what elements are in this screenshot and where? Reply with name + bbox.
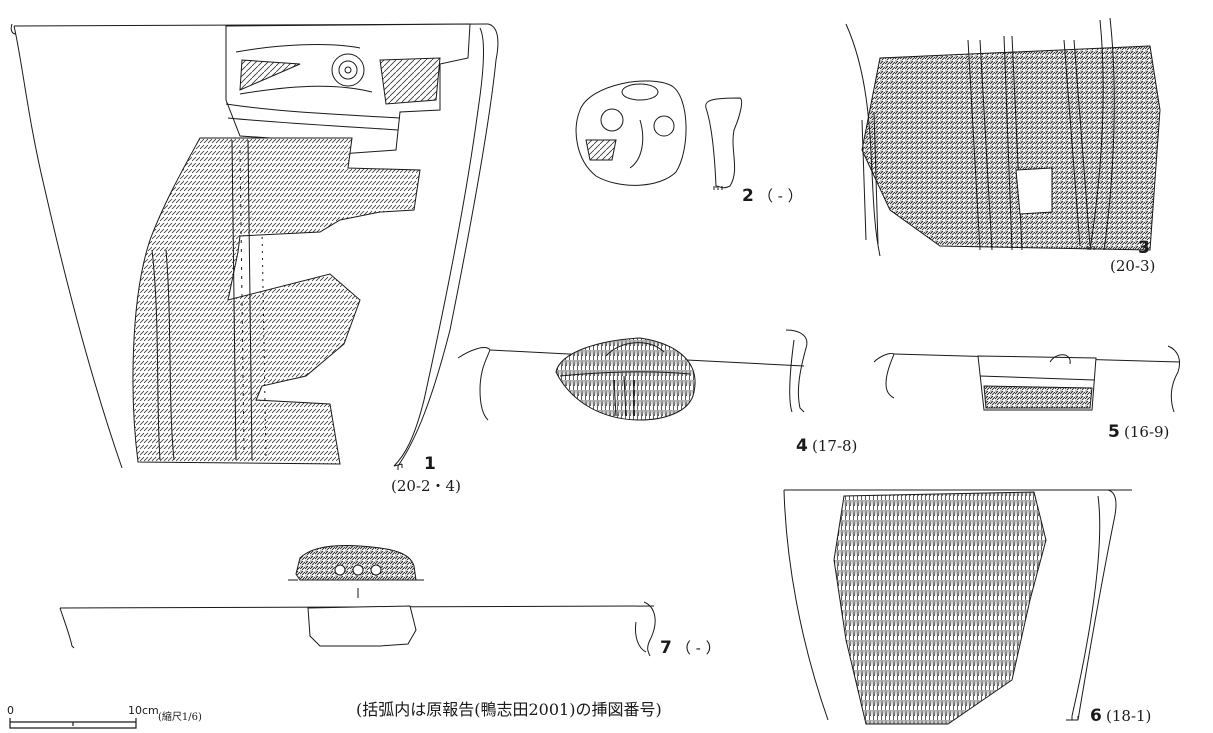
figure-number-7: 7 [660,638,672,658]
pottery-drawing-7 [59,545,656,657]
figure-ref-4: (17-8) [812,437,858,455]
figure-number-3: 3 [1138,238,1150,258]
pottery-drawing-3 [845,17,1161,257]
scale-bar [9,718,137,729]
figure-number-2: 2 [742,186,754,206]
figure-ref-1: (20-2・4) [391,477,461,495]
scale-note: (縮尺1/6) [158,712,202,723]
figure-ref-5: (16-9) [1124,423,1170,441]
scale-zero-label: 0 [7,704,14,717]
pottery-drawing-1 [10,23,499,470]
figure-number-5: 5 [1108,422,1120,442]
pottery-drawing-2 [575,80,743,190]
pottery-drawing-4 [457,329,808,421]
figure-number-6: 6 [1090,706,1102,726]
figure-ref-3: (20-3) [1110,257,1156,275]
figure-ref-2: （ - ） [758,187,803,205]
figure-number-1: 1 [424,454,436,474]
pottery-drawing-5 [873,345,1181,413]
pottery-drawing-6 [783,489,1132,725]
caption: (括弧内は原報告(鴨志田2001)の挿図番号) [356,700,662,719]
figure-number-4: 4 [796,436,808,456]
figure-ref-7: （ - ） [676,639,721,657]
figure-ref-6: (18-1) [1106,707,1152,725]
scale-max-label: 10cm [128,704,159,717]
